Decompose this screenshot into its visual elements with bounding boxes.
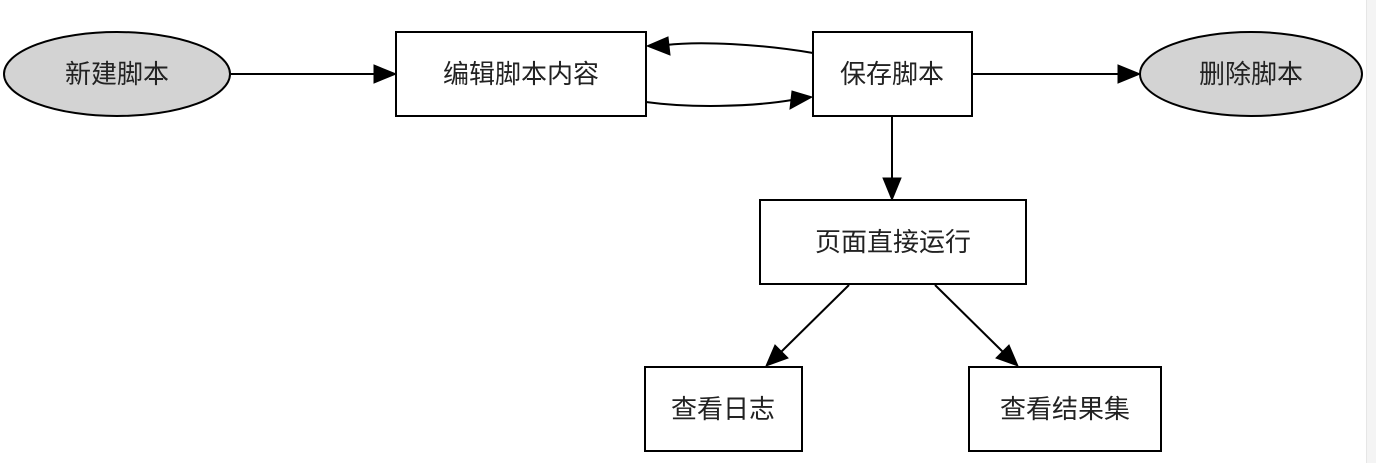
node-view-results-shape bbox=[968, 366, 1162, 452]
node-delete-script: 删除脚本 bbox=[1139, 31, 1363, 117]
node-edit-script-label: 编辑脚本内容 bbox=[443, 60, 599, 90]
node-save-script-label: 保存脚本 bbox=[840, 60, 944, 90]
edge-run-to-results bbox=[934, 284, 1004, 353]
arrowhead-save-to-run bbox=[882, 177, 902, 202]
scrollbar-track[interactable] bbox=[1366, 0, 1376, 463]
arrowhead-new-to-edit bbox=[373, 64, 398, 84]
arrowhead-run-to-results bbox=[995, 344, 1019, 367]
node-view-results-label: 查看结果集 bbox=[1000, 395, 1130, 425]
edge-run-to-log bbox=[780, 284, 850, 353]
node-save-script: 保存脚本 bbox=[812, 31, 973, 117]
node-delete-script-shape bbox=[1139, 31, 1363, 117]
node-run-on-page-shape bbox=[759, 199, 1027, 285]
node-save-script-shape bbox=[812, 31, 973, 117]
node-delete-script-label: 删除脚本 bbox=[1199, 60, 1303, 90]
node-view-results: 查看结果集 bbox=[968, 366, 1162, 452]
node-edit-script: 编辑脚本内容 bbox=[395, 31, 647, 117]
arrowhead-save-to-edit bbox=[645, 36, 671, 56]
node-view-log-label: 查看日志 bbox=[671, 395, 775, 425]
nodes: 新建脚本 编辑脚本内容 保存脚本 删除脚本 页面直接运行 查看日志 查看结果集 bbox=[3, 31, 1363, 452]
node-run-on-page-label: 页面直接运行 bbox=[815, 228, 971, 258]
arrowhead-save-to-delete bbox=[1117, 64, 1142, 84]
node-run-on-page: 页面直接运行 bbox=[759, 199, 1027, 285]
edge-edit-to-save bbox=[645, 99, 793, 107]
arrowhead-run-to-log bbox=[765, 344, 789, 367]
node-view-log-shape bbox=[644, 366, 803, 452]
edges bbox=[231, 36, 1142, 367]
node-view-log: 查看日志 bbox=[644, 366, 803, 452]
node-new-script-shape bbox=[3, 31, 231, 117]
arrowhead-edit-to-save bbox=[789, 90, 814, 110]
node-new-script-label: 新建脚本 bbox=[65, 60, 169, 90]
node-new-script: 新建脚本 bbox=[3, 31, 231, 117]
edge-save-to-edit bbox=[665, 42, 814, 54]
node-edit-script-shape bbox=[395, 31, 647, 117]
